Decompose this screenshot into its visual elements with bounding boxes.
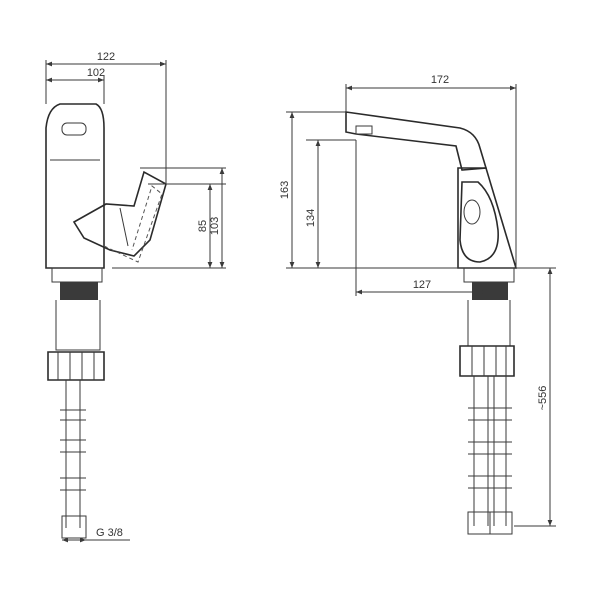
side-lever-cap: [463, 199, 481, 225]
front-lever-detail: [119, 207, 129, 247]
front-shank: [55, 300, 101, 351]
front-body-outline: [45, 103, 105, 269]
side-nut-ribs: [471, 346, 507, 376]
side-spout: [345, 111, 488, 171]
side-base: [463, 267, 515, 283]
front-lever: [72, 170, 167, 257]
side-thread: [472, 282, 508, 300]
dim-label-thread: G 3/8: [96, 527, 123, 539]
front-view: 122 102 85 103 G 3/8: [45, 51, 226, 543]
side-height-extension: [286, 111, 464, 269]
side-top-extension: [345, 84, 517, 268]
front-base: [51, 267, 103, 283]
dim-label-127: 127: [413, 279, 431, 291]
dim-label-85: 85: [197, 220, 209, 232]
side-hoses: [473, 376, 507, 526]
front-nut: [47, 351, 105, 381]
front-hose: [65, 380, 81, 528]
dim-label-556: ~556: [537, 386, 549, 411]
side-hose-bands: [468, 407, 512, 489]
side-aerator: [355, 125, 373, 135]
side-connector-right: [489, 511, 513, 535]
front-thread: [60, 282, 98, 300]
side-lever: [459, 181, 499, 263]
front-logo-slot: [61, 122, 87, 136]
dim-label-103: 103: [209, 217, 221, 235]
dim-label-122: 122: [97, 51, 115, 63]
side-connector-left: [467, 511, 491, 535]
front-lever-alt-position: [103, 185, 163, 263]
side-shank: [467, 300, 511, 347]
dim-label-134: 134: [305, 209, 317, 227]
front-height-extension: [112, 167, 226, 269]
dim-label-172: 172: [431, 74, 449, 86]
side-view: 172 163 134 127 ~556: [279, 74, 556, 535]
front-hose-bands: [60, 409, 86, 491]
front-extension-lines: [45, 60, 167, 184]
dim-label-102: 102: [87, 67, 105, 79]
front-nut-ribs: [57, 352, 95, 380]
side-body: [457, 167, 518, 269]
dim-label-163: 163: [279, 181, 291, 199]
